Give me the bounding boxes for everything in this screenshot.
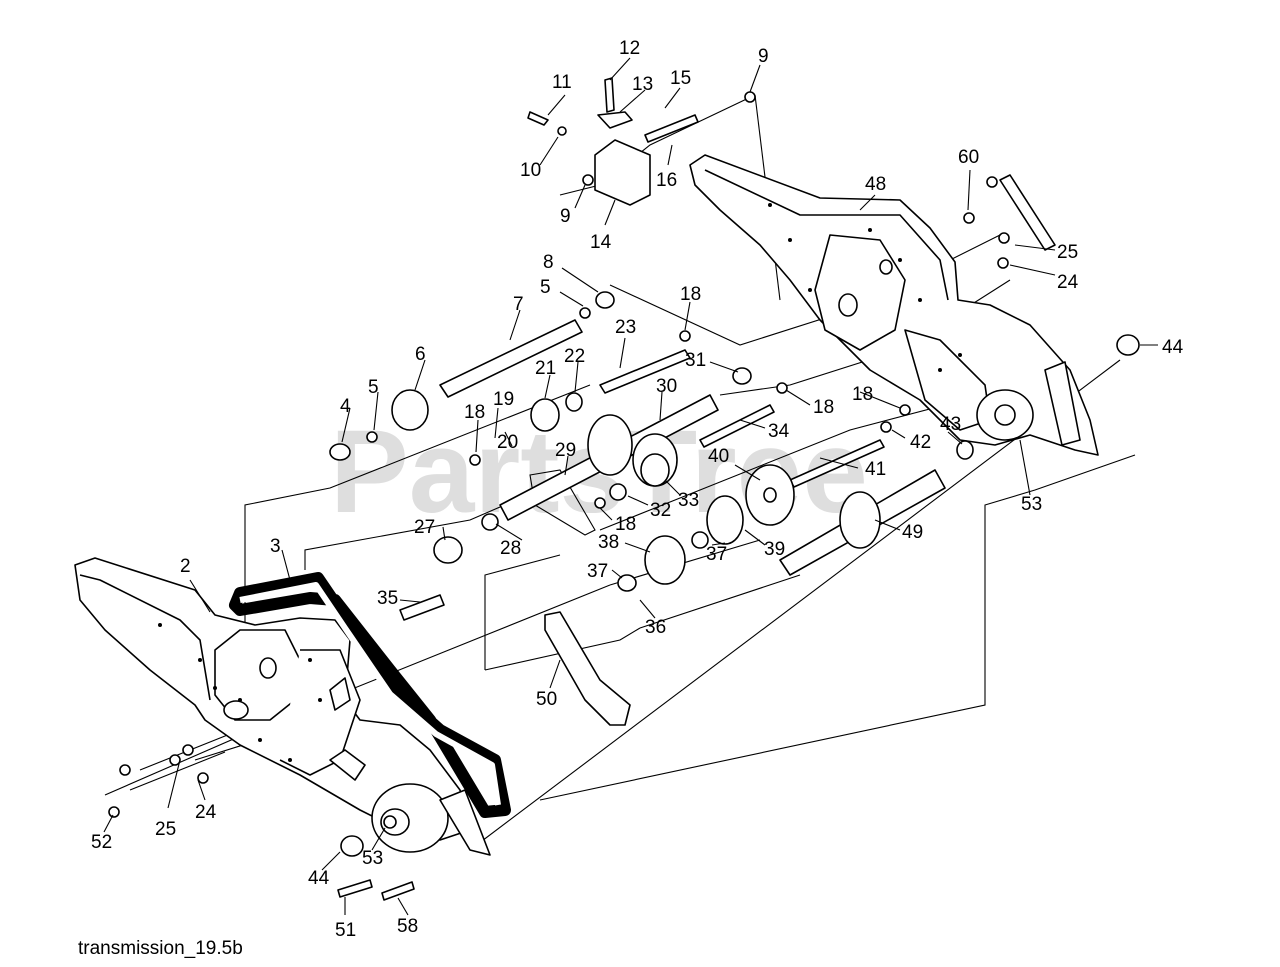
callout-18-left: 18 bbox=[464, 402, 485, 423]
callout-24-right: 24 bbox=[1057, 272, 1079, 293]
callout-10: 10 bbox=[520, 160, 541, 181]
callout-43: 43 bbox=[940, 414, 961, 435]
callout-6: 6 bbox=[415, 344, 426, 365]
callout-36: 36 bbox=[645, 617, 666, 638]
diagram-caption: transmission_19.5b bbox=[78, 938, 243, 959]
callout-60: 60 bbox=[958, 147, 979, 168]
callout-37-left: 37 bbox=[587, 561, 608, 582]
callout-48: 48 bbox=[865, 174, 886, 195]
callout-42: 42 bbox=[910, 432, 931, 453]
callout-19: 19 bbox=[493, 389, 514, 410]
callout-3: 3 bbox=[270, 536, 281, 557]
callout-40: 40 bbox=[708, 446, 729, 467]
callout-49: 49 bbox=[902, 522, 923, 543]
callout-51: 51 bbox=[335, 920, 356, 941]
callout-27: 27 bbox=[414, 517, 435, 538]
callout-29: 29 bbox=[555, 440, 576, 461]
callout-14: 14 bbox=[590, 232, 612, 253]
callout-12: 12 bbox=[619, 38, 640, 59]
callout-32: 32 bbox=[650, 500, 671, 521]
callout-5-top: 5 bbox=[540, 277, 551, 298]
callout-28: 28 bbox=[500, 538, 521, 559]
callout-15: 15 bbox=[670, 68, 691, 89]
callout-23: 23 bbox=[615, 317, 636, 338]
callout-52: 52 bbox=[91, 832, 112, 853]
belt-50 bbox=[544, 611, 631, 726]
callout-39: 39 bbox=[764, 539, 785, 560]
callout-24-left: 24 bbox=[195, 802, 217, 823]
callout-44-right: 44 bbox=[1162, 337, 1184, 358]
callout-4: 4 bbox=[340, 396, 351, 417]
callout-31: 31 bbox=[685, 350, 706, 371]
callout-9-left: 9 bbox=[560, 206, 571, 227]
gears-and-sprockets bbox=[391, 389, 881, 585]
callout-20: 20 bbox=[497, 432, 518, 453]
callout-34: 34 bbox=[768, 421, 790, 442]
callout-2: 2 bbox=[180, 556, 191, 577]
callout-21: 21 bbox=[535, 358, 556, 379]
callout-35: 35 bbox=[377, 588, 398, 609]
callout-37-right: 37 bbox=[706, 544, 727, 565]
callout-5-left: 5 bbox=[368, 377, 379, 398]
drive-belt bbox=[229, 572, 511, 818]
callout-25-left: 25 bbox=[155, 819, 176, 840]
callout-18-mid-right: 18 bbox=[813, 397, 834, 418]
callout-16: 16 bbox=[656, 170, 677, 191]
callout-25-right: 25 bbox=[1057, 242, 1078, 263]
right-transmission-housing bbox=[689, 154, 1099, 456]
callout-41: 41 bbox=[865, 459, 886, 480]
left-transmission-housing bbox=[74, 557, 491, 856]
callout-18-center: 18 bbox=[615, 514, 636, 535]
callout-38: 38 bbox=[598, 532, 619, 553]
leader-lines bbox=[103, 57, 1158, 916]
callout-7: 7 bbox=[513, 294, 524, 315]
callout-numbers: 12 11 13 15 9 10 9 14 16 48 60 25 24 44 … bbox=[91, 38, 1184, 941]
callout-50: 50 bbox=[536, 689, 557, 710]
washers-bearings-small-parts bbox=[108, 91, 1140, 901]
callout-44-left: 44 bbox=[308, 868, 330, 889]
callout-22: 22 bbox=[564, 346, 585, 367]
callout-33: 33 bbox=[678, 490, 699, 511]
callout-53-right: 53 bbox=[1021, 494, 1042, 515]
callout-30: 30 bbox=[656, 376, 677, 397]
callout-8: 8 bbox=[543, 252, 554, 273]
callout-9-top: 9 bbox=[758, 46, 769, 67]
callout-58: 58 bbox=[397, 916, 418, 937]
callout-53-left: 53 bbox=[362, 848, 383, 869]
callout-18-top: 18 bbox=[680, 284, 701, 305]
callout-18-right: 18 bbox=[852, 384, 873, 405]
callout-13: 13 bbox=[632, 74, 653, 95]
callout-11: 11 bbox=[552, 72, 572, 93]
